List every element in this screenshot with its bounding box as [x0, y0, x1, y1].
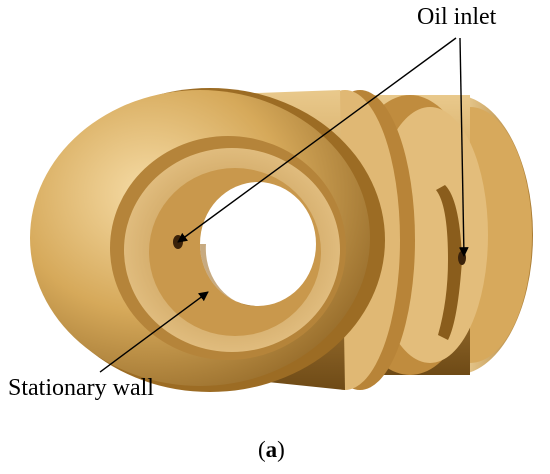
stationary-wall-arrow: [99, 291, 209, 373]
bore-hole: [200, 182, 316, 306]
stationary-wall-label: Stationary wall: [8, 375, 154, 401]
oil-inlet-label: Oil inlet: [417, 4, 497, 30]
caption-letter: a: [265, 437, 278, 462]
caption-close: ): [277, 437, 285, 462]
oil-inlet-arrow-2: [458, 37, 469, 257]
oil-inlet-arrow-1: [177, 37, 457, 243]
figure-caption: (a): [258, 437, 285, 463]
caption-open: (: [258, 437, 266, 462]
annotation-arrows: [99, 37, 469, 373]
